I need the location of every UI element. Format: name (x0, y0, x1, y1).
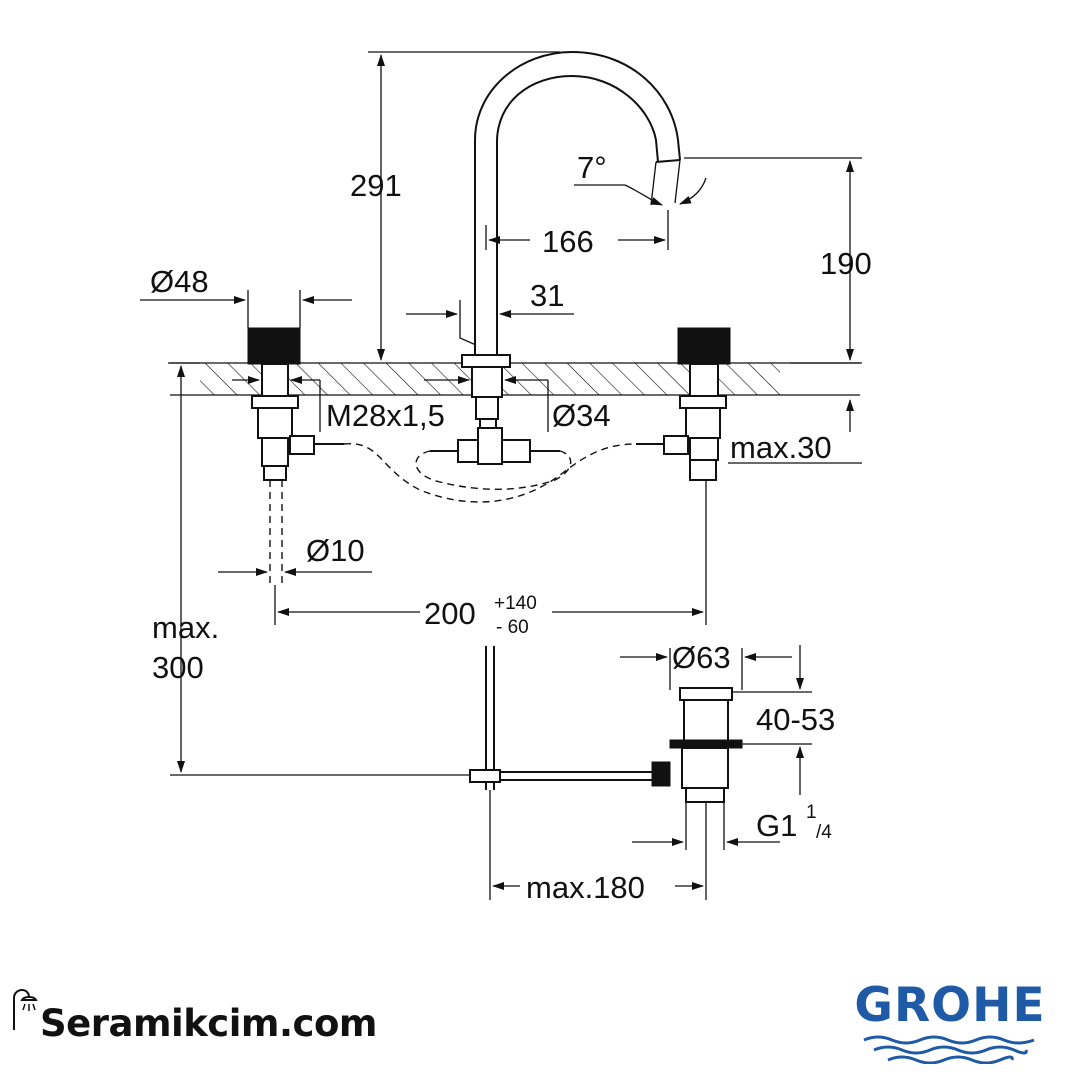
label-thread: M28x1,5 (326, 398, 445, 433)
label-200: 200 (424, 596, 476, 631)
label-max300-b: 300 (152, 650, 204, 685)
label-d10: Ø10 (306, 533, 365, 568)
grohe-logo: GROHE (840, 978, 1060, 1070)
site-name: Seramikcim.com (40, 1002, 377, 1045)
supply-pipe (269, 480, 707, 625)
label-g1: G1 (756, 808, 797, 843)
label-max300-a: max. (152, 610, 219, 645)
label-31: 31 (530, 278, 564, 313)
dimension-lines (140, 51, 862, 900)
label-d48: Ø48 (150, 264, 209, 299)
label-200-minus: - 60 (496, 617, 529, 638)
logo-text: GROHE (854, 978, 1046, 1033)
mixer-hoses (314, 427, 664, 503)
label-190: 190 (820, 246, 872, 281)
water-waves-icon (863, 1035, 1035, 1064)
label-g-num: 1 (806, 802, 817, 823)
site-brand: Seramikcim.com (10, 988, 430, 1060)
shower-head-icon (13, 988, 38, 1030)
left-valve (247, 327, 315, 481)
label-40-53: 40-53 (756, 702, 835, 737)
right-valve (663, 327, 731, 481)
label-g-den: /4 (816, 822, 832, 843)
label-d34: Ø34 (552, 398, 611, 433)
label-166: 166 (542, 224, 594, 259)
label-7-degrees: 7° (577, 150, 607, 185)
label-max180: max.180 (526, 870, 645, 905)
label-291: 291 (350, 168, 402, 203)
label-max30: max.30 (730, 430, 832, 465)
pop-up-waste (469, 646, 743, 803)
dimension-labels: 291 7° 166 190 Ø48 31 M28x1,5 Ø34 max.30… (150, 150, 872, 905)
label-d63: Ø63 (672, 640, 731, 675)
label-200-plus: +140 (494, 593, 537, 614)
